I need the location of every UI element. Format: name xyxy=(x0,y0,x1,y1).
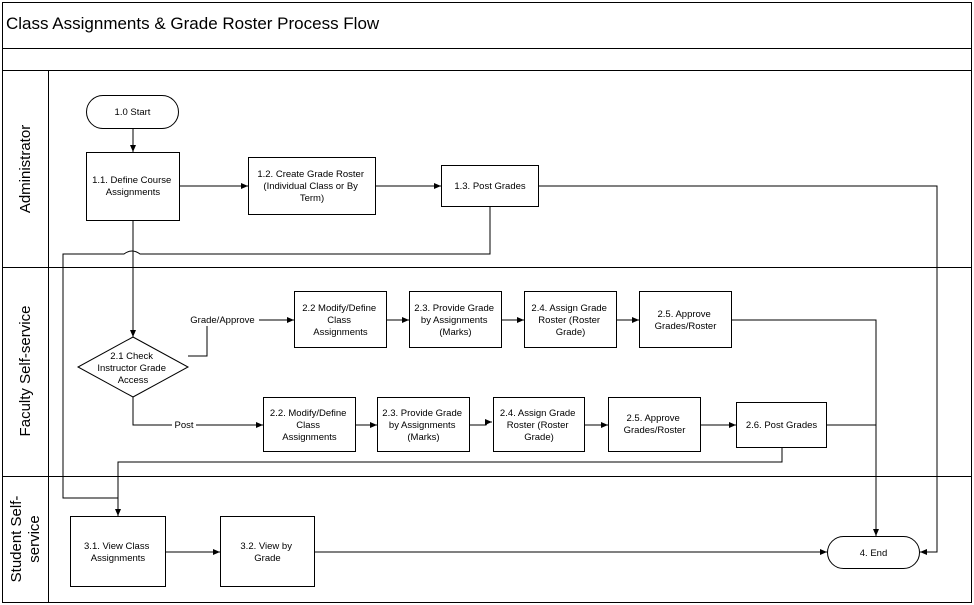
a2-3-line-3: (Marks) xyxy=(439,327,471,338)
b2-4-line-3: Grade) xyxy=(524,432,554,443)
edge-2-1-post xyxy=(132,397,263,428)
end-terminal xyxy=(827,536,920,569)
process-box-b2-4 xyxy=(493,397,585,452)
start-terminal xyxy=(86,95,179,129)
process-box-b2-2 xyxy=(263,397,356,452)
lane-label-student: Student Self- service xyxy=(8,496,43,583)
diagram-title: Class Assignments & Grade Roster Process… xyxy=(6,14,380,33)
process-box-1-1-label: 1.1. Define Course Assignments xyxy=(92,175,174,198)
a2-4-line-2: Roster (Roster xyxy=(538,315,600,326)
process-box-a2-5 xyxy=(639,291,732,348)
edge-b2-3-to-b2-4 xyxy=(470,419,492,426)
b2-6-line-1: 2.6. Post Grades xyxy=(746,420,818,431)
a2-2-line-2: Class xyxy=(327,315,351,326)
start-terminal-label: 1.0 Start xyxy=(115,107,151,118)
a2-4-line-1: 2.4. Assign Grade xyxy=(531,303,607,314)
n3-2-line-1: 3.2. View by xyxy=(240,541,292,552)
lane-label-faculty: Faculty Self-service xyxy=(17,306,34,437)
end-line-1: 4. End xyxy=(860,548,887,559)
process-box-b2-4-label: 2.4. Assign Grade Roster (Roster Grade) xyxy=(500,408,578,443)
process-box-a2-4-label: 2.4. Assign Grade Roster (Roster Grade) xyxy=(531,303,609,338)
n1-1-line-1: 1.1. Define Course xyxy=(92,175,171,186)
b2-5-line-2: Grades/Roster xyxy=(624,425,686,436)
b2-3-line-2: by Assignments xyxy=(389,420,456,431)
b2-2-line-1: 2.2. Modify/Define xyxy=(270,408,347,419)
edge-1-3-to-3-1 xyxy=(62,207,491,499)
process-box-1-3 xyxy=(441,165,539,207)
process-box-1-2 xyxy=(248,157,376,215)
b2-4-line-2: Roster (Roster xyxy=(507,420,569,431)
edge-label-grade-approve: Grade/Approve xyxy=(190,315,254,326)
b2-4-line-1: 2.4. Assign Grade xyxy=(500,408,576,419)
edge-1-3-to-end xyxy=(539,185,938,555)
a2-3-line-2: by Assignments xyxy=(421,315,488,326)
edge-label-post-group: Post xyxy=(172,418,196,431)
d2-1-line-2: Instructor Grade xyxy=(97,363,166,374)
process-box-3-1-label: 3.1. View Class Assignments xyxy=(84,541,152,564)
a2-5-line-2: Grades/Roster xyxy=(655,321,717,332)
edge-a2-5-to-end xyxy=(732,319,879,536)
lane-label-administrator: Administrator xyxy=(17,125,34,213)
edge-label-post: Post xyxy=(174,420,193,431)
process-box-a2-5-label: 2.5. Approve Grades/Roster xyxy=(655,309,717,332)
lane-label-student-line-1: Student Self- xyxy=(8,496,25,583)
process-box-b2-6 xyxy=(736,402,827,448)
process-box-a2-3-label: 2.3. Provide Grade by Assignments (Marks… xyxy=(414,303,496,338)
n1-2-line-3: Term) xyxy=(300,193,324,204)
process-box-3-1 xyxy=(70,516,166,587)
process-box-b2-2-label: 2.2. Modify/Define Class Assignments xyxy=(270,408,349,443)
process-box-b2-3-label: 2.3. Provide Grade by Assignments (Marks… xyxy=(382,408,464,443)
a2-4-line-3: Grade) xyxy=(556,327,586,338)
start-line-1: 1.0 Start xyxy=(115,107,151,118)
b2-3-line-1: 2.3. Provide Grade xyxy=(382,408,462,419)
decision-diamond-2-1 xyxy=(76,336,190,398)
process-box-1-3-label: 1.3. Post Grades xyxy=(454,181,526,192)
n3-1-line-2: Assignments xyxy=(91,553,146,564)
n1-3-line-1: 1.3. Post Grades xyxy=(454,181,526,192)
process-box-1-1 xyxy=(86,152,180,221)
b2-5-line-1: 2.5. Approve xyxy=(627,413,680,424)
process-box-1-2-label: 1.2. Create Grade Roster (Individual Cla… xyxy=(257,169,366,204)
lane-label-student-line-2: service xyxy=(26,515,43,563)
process-box-3-2 xyxy=(220,516,315,587)
edge-label-grade-approve-group: Grade/Approve xyxy=(186,313,259,326)
n3-2-line-2: Grade xyxy=(254,553,280,564)
edge-b2-6-to-3-1 xyxy=(115,448,783,516)
process-box-a2-2 xyxy=(294,291,387,348)
a2-3-line-1: 2.3. Provide Grade xyxy=(414,303,494,314)
process-box-a2-4 xyxy=(524,291,617,348)
b2-2-line-2: Class xyxy=(296,420,320,431)
n1-2-line-2: (Individual Class or By xyxy=(263,181,358,192)
n1-1-line-2: Assignments xyxy=(106,187,161,198)
n3-1-line-1: 3.1. View Class xyxy=(84,541,150,552)
process-box-b2-3 xyxy=(377,397,470,452)
decision-2-1-label: 2.1 Check Instructor Grade Access xyxy=(97,351,168,386)
process-box-3-2-label: 3.2. View by Grade xyxy=(240,541,294,564)
d2-1-line-1: 2.1 Check xyxy=(110,351,153,362)
connectors xyxy=(62,128,938,555)
process-box-b2-6-label: 2.6. Post Grades xyxy=(746,420,818,431)
process-box-b2-5-label: 2.5. Approve Grades/Roster xyxy=(624,413,686,436)
a2-2-line-1: 2.2 Modify/Define xyxy=(302,303,376,314)
process-box-a2-3 xyxy=(409,291,502,348)
a2-5-line-1: 2.5. Approve xyxy=(658,309,711,320)
process-box-a2-2-label: 2.2 Modify/Define Class Assignments xyxy=(302,303,379,338)
b2-3-line-3: (Marks) xyxy=(407,432,439,443)
a2-2-line-3: Assignments xyxy=(313,327,368,338)
end-terminal-label: 4. End xyxy=(860,548,887,559)
n1-2-line-1: 1.2. Create Grade Roster xyxy=(257,169,364,180)
process-box-b2-5 xyxy=(608,397,701,452)
b2-2-line-3: Assignments xyxy=(282,432,337,443)
d2-1-line-3: Access xyxy=(118,375,149,386)
